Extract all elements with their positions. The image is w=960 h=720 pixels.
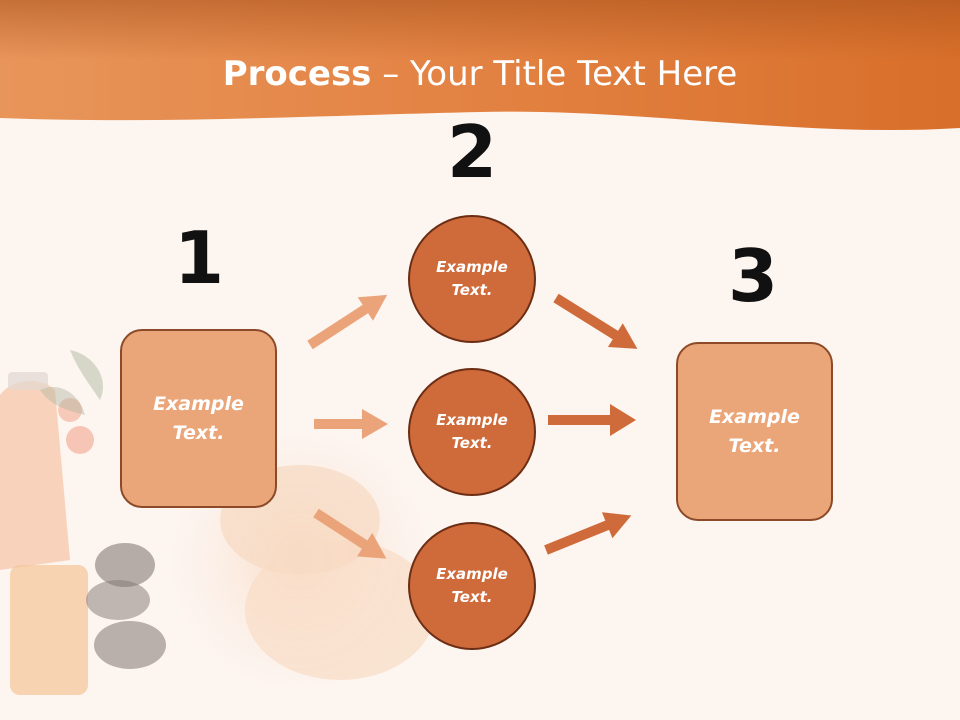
- arrow-top-to-3: [553, 293, 638, 349]
- slide-title: Process – Your Title Text Here: [0, 52, 960, 96]
- step-3-text: Example Text.: [709, 405, 800, 457]
- arrow-bottom-to-3: [544, 512, 632, 555]
- step-2-text-middle: Example Text.: [436, 411, 508, 452]
- step-2-text-bottom: Example Text.: [436, 565, 508, 606]
- arrow-1-to-top: [307, 294, 388, 350]
- step-1-text: Example Text.: [153, 392, 244, 444]
- arrow-1-to-middle: [314, 409, 388, 439]
- arrow-1-to-bottom: [313, 508, 387, 559]
- step-2-circle-middle: Example Text.: [408, 368, 536, 496]
- step-3-box: Example Text.: [676, 342, 833, 521]
- step-1-number: 1: [173, 216, 225, 300]
- header-shade: [0, 0, 960, 60]
- step-3-number: 3: [727, 234, 779, 318]
- arrow-middle-to-3: [548, 404, 636, 436]
- step-2-text-top: Example Text.: [436, 258, 508, 299]
- step-2-circle-bottom: Example Text.: [408, 522, 536, 650]
- title-rest: – Your Title Text Here: [371, 54, 738, 94]
- step-1-box: Example Text.: [120, 329, 277, 508]
- title-bold: Process: [222, 54, 372, 94]
- step-2-number: 2: [446, 110, 498, 194]
- step-2-circle-top: Example Text.: [408, 215, 536, 343]
